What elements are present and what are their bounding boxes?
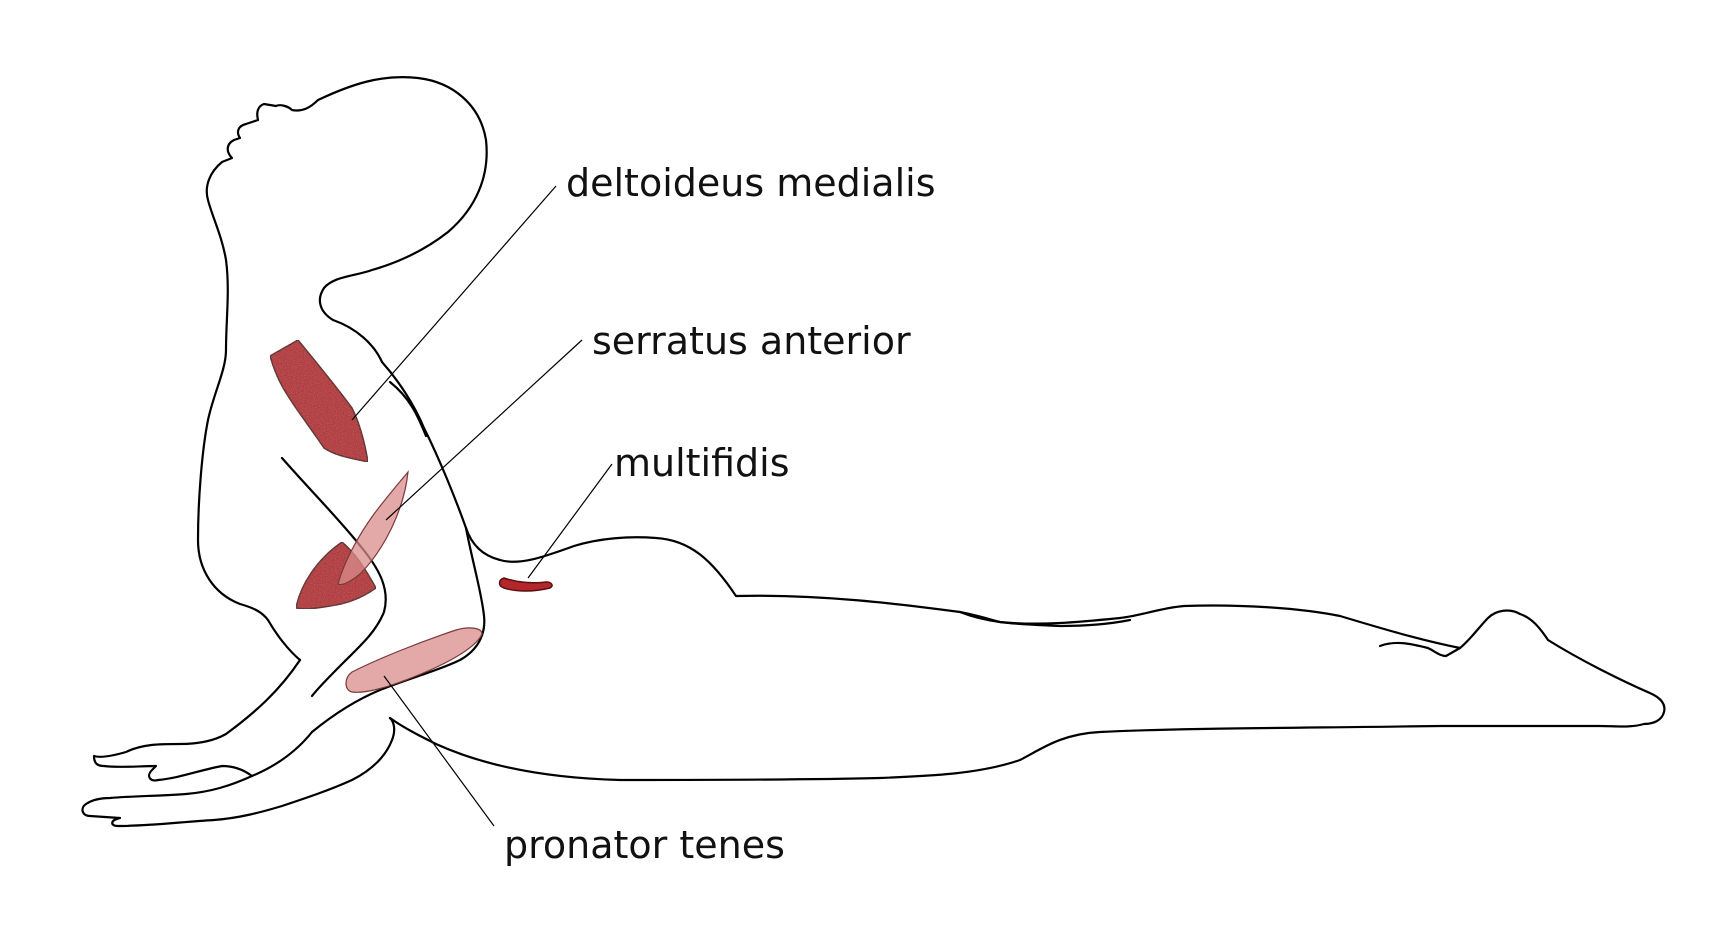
- leader-multifidis: [527, 463, 613, 579]
- calf-outline: [958, 610, 1132, 628]
- label-serratus-anterior: serratus anterior: [592, 319, 911, 363]
- label-pronator-tenes: pronator tenes: [504, 823, 785, 867]
- heel-outline: [1378, 641, 1462, 658]
- label-deltoideus-medialis: deltoideus medialis: [566, 161, 936, 205]
- leader-pronator: [383, 675, 495, 827]
- cobra-pose-figure: [81, 76, 1666, 828]
- head-outline: [196, 76, 488, 662]
- muscle-pronator: [345, 627, 483, 693]
- shoulder-crease: [388, 380, 428, 438]
- forearm-outline: [92, 658, 302, 782]
- hand-outline: [81, 716, 396, 828]
- upper-arm-back: [310, 526, 486, 734]
- arm-outline: [280, 456, 387, 698]
- leg-top-outline: [388, 594, 1666, 782]
- muscle-deltoideus: [269, 339, 369, 463]
- muscles: [269, 339, 553, 693]
- muscle-multifidis: [498, 577, 553, 592]
- leader-deltoideus: [351, 185, 557, 421]
- label-multifidis: multifidis: [614, 441, 790, 485]
- muscle-serratus: [337, 470, 409, 586]
- back-outline: [331, 318, 738, 598]
- leader-serratus: [385, 339, 583, 521]
- leader-lines: [351, 185, 613, 827]
